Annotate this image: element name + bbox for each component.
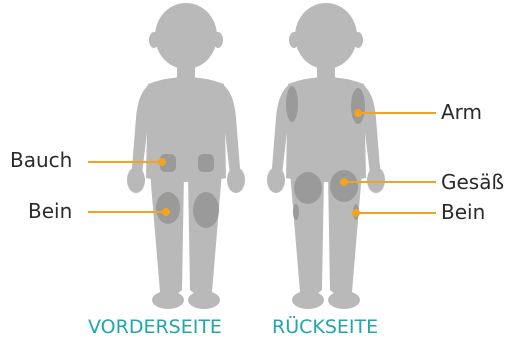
label-bein-front: Bein: [28, 201, 72, 221]
bauch-leader-dot: [159, 159, 165, 165]
bein-front-leader-dot: [163, 209, 169, 215]
back-thigh-site-left: [293, 204, 299, 220]
back-buttock-site-left: [294, 172, 322, 204]
label-bein-back: Bein: [441, 202, 485, 222]
label-gesaess: Gesäß: [441, 172, 504, 192]
caption-front: VORDERSEITE: [88, 318, 222, 337]
bein-back-leader-dot: [353, 210, 359, 216]
front-thigh-site-right: [193, 192, 219, 228]
front-body-figure: [127, 3, 245, 309]
front-abdomen-site-right: [198, 154, 214, 172]
gesaess-leader-dot: [341, 179, 347, 185]
back-body-figure: [267, 3, 385, 309]
caption-back: RÜCKSEITE: [272, 318, 378, 337]
arm-leader-dot: [355, 110, 361, 116]
front-thigh-site-left: [156, 192, 180, 224]
label-bauch: Bauch: [10, 150, 72, 170]
back-arm-site-left: [286, 86, 298, 122]
label-arm: Arm: [441, 102, 482, 122]
back-arm-site-right: [351, 88, 365, 124]
